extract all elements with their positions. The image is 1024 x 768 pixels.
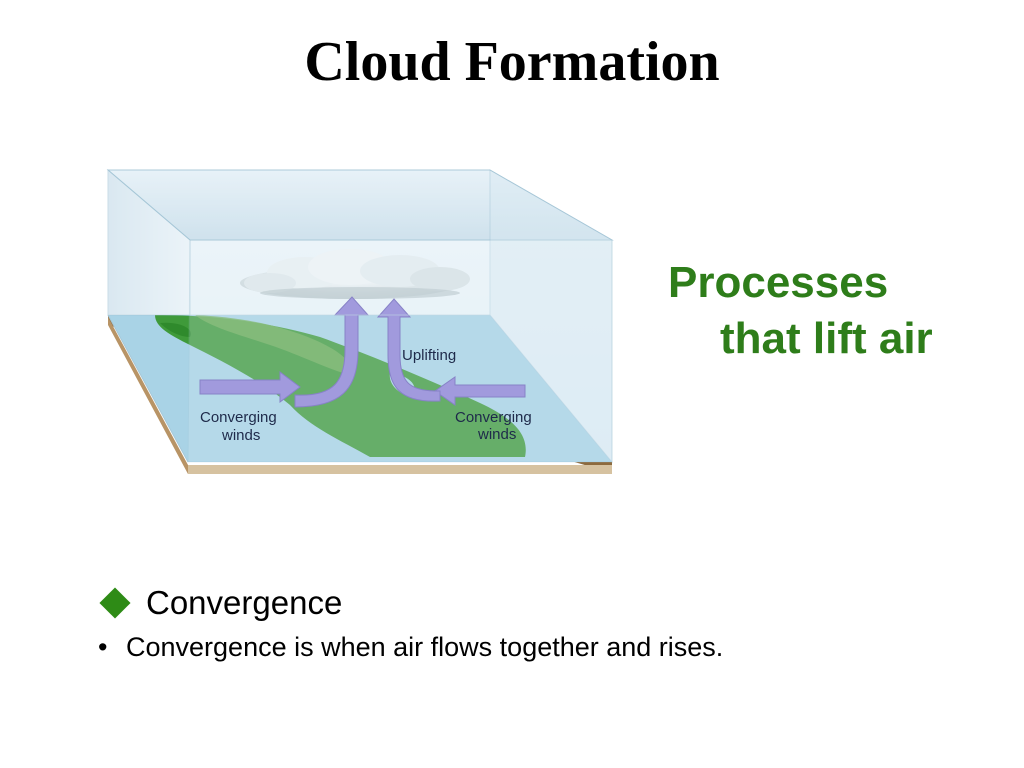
- converging-winds-left-label-line1: Converging: [200, 409, 277, 426]
- glass-right-face: [489, 169, 613, 464]
- converging-winds-arrows: [199, 296, 526, 408]
- converging-winds-right-label-line2: winds: [477, 426, 516, 443]
- bullet-convergence-text: Convergence: [146, 584, 343, 621]
- convergence-diagram: Uplifting Converging winds Converging wi…: [106, 168, 614, 474]
- converging-winds-left-label-line2: winds: [221, 427, 260, 444]
- uplifting-label: Uplifting: [402, 347, 456, 364]
- side-heading-line2: that lift air: [720, 314, 933, 363]
- side-heading-line1: Processes: [668, 258, 889, 307]
- side-heading: Processes that lift air: [668, 255, 933, 367]
- diamond-bullet-icon: [99, 587, 131, 619]
- bullet-definition-text: Convergence is when air flows together a…: [126, 632, 724, 662]
- cloud-icon: [240, 249, 470, 299]
- glass-front-face: [187, 239, 613, 463]
- bullet-convergence: Convergence: [98, 583, 342, 623]
- bullet-convergence-definition: • Convergence is when air flows together …: [98, 630, 723, 664]
- converging-winds-right-label-line1: Converging: [455, 409, 532, 426]
- bullet-dot-icon: •: [98, 632, 108, 662]
- slide-title: Cloud Formation: [304, 31, 720, 93]
